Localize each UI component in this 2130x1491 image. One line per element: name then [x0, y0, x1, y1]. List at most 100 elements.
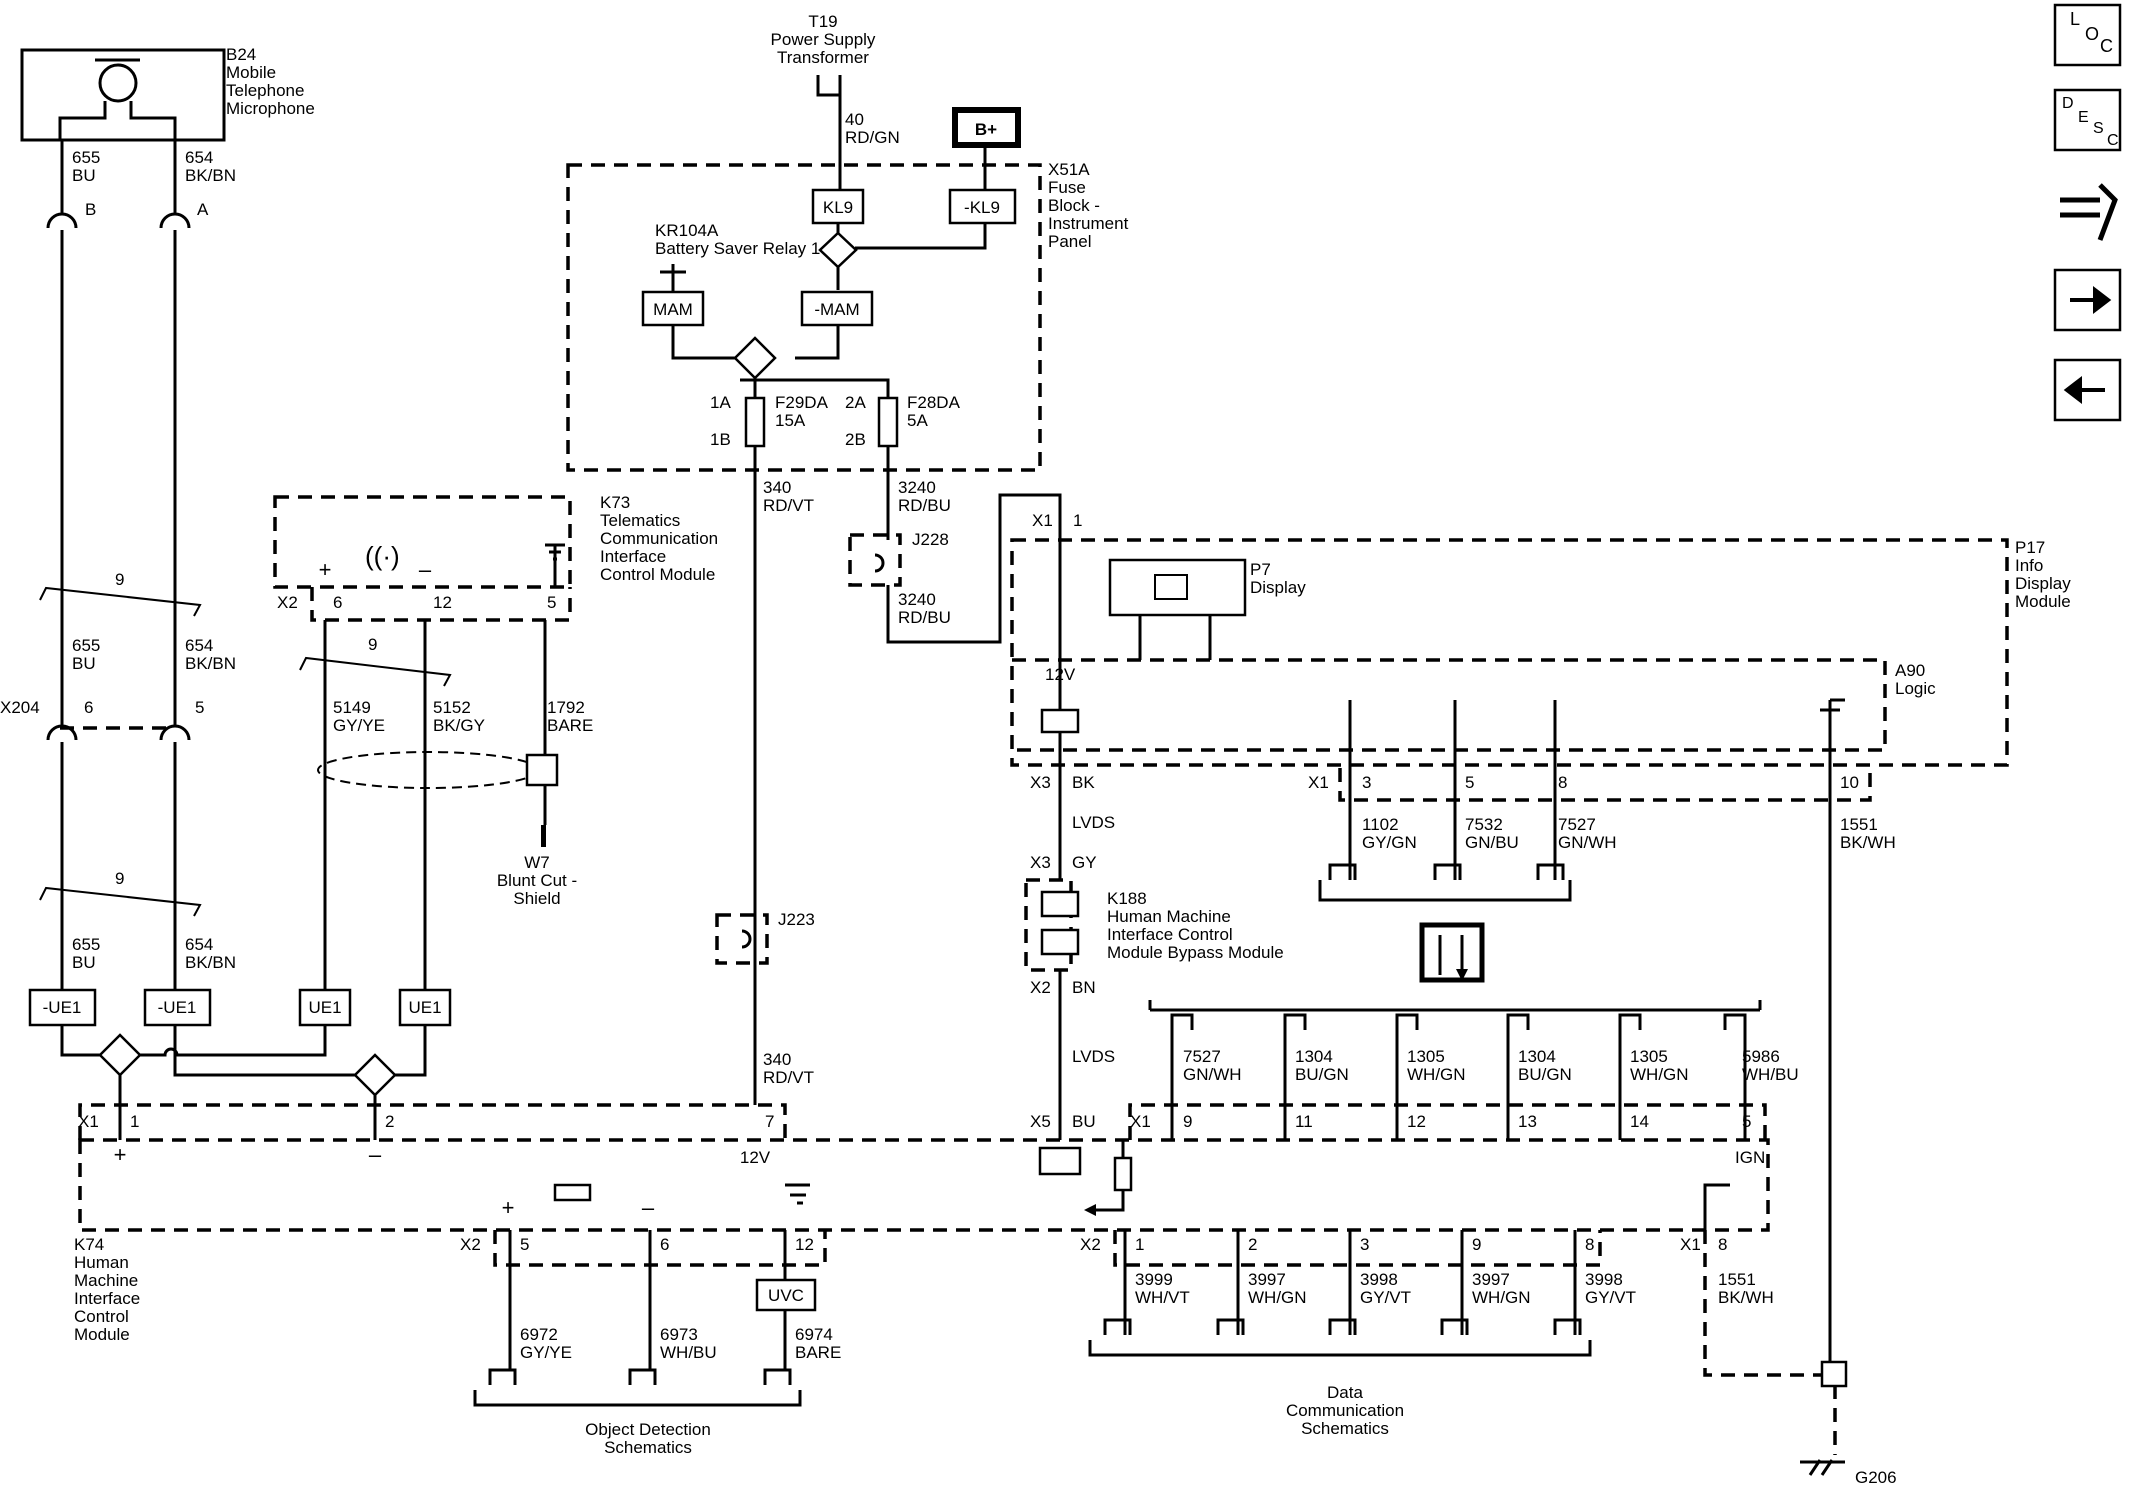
p17-x1-connector-outline — [1338, 768, 1872, 802]
p7-line-0: P7 — [1250, 560, 1271, 579]
pins-x1b10: 10 — [1840, 773, 1859, 792]
b24-line-1: Mobile — [226, 63, 276, 82]
a90-outline — [1012, 658, 1887, 752]
g206-splice — [1820, 1360, 1848, 1388]
boxes-bplus: B+ — [975, 120, 997, 139]
previous-page-button[interactable] — [2053, 358, 2122, 422]
pins-plus2: + — [114, 1142, 127, 1167]
pins-tw1: 9 — [115, 570, 124, 589]
fuses-f28-line-1: 5A — [907, 411, 928, 430]
w7-shield-box — [525, 753, 559, 787]
a90-bracket — [1318, 880, 1572, 902]
t-c340a-line-1: RD/VT — [763, 496, 814, 515]
t-c5986-line-1: WH/BU — [1742, 1065, 1799, 1084]
t-c3997b-line-0: 3997 — [1472, 1270, 1510, 1289]
neg-mam-box — [800, 290, 874, 327]
t-c6-line-1: BK/BN — [185, 953, 236, 972]
t-c3240b-line-0: 3240 — [898, 590, 936, 609]
telematics-speech-icon: ((·) — [365, 541, 400, 571]
w7-line-0: W7 — [524, 853, 550, 872]
pins-k73p5: 5 — [547, 593, 556, 612]
pins-p6: 6 — [84, 698, 93, 717]
b24-line-2: Telephone — [226, 81, 304, 100]
next-page-button[interactable] — [2053, 268, 2122, 332]
t-c3-line-1: BU — [72, 654, 96, 673]
t-c6973-line-0: 6973 — [660, 1325, 698, 1344]
mic-wires-low — [60, 742, 177, 990]
desc-letter-0[interactable]: D — [2062, 95, 2074, 112]
mic-wires-mid — [60, 230, 177, 725]
k74-d-icon — [1038, 1146, 1082, 1176]
t-c3240a-line-0: 3240 — [898, 478, 936, 497]
data-bus-wires-top — [1170, 1030, 1747, 1140]
desc-letter-3[interactable]: C — [2107, 132, 2119, 149]
pins-tw3: 9 — [115, 869, 124, 888]
jb-j228: J228 — [912, 530, 949, 549]
data-bus-wires-bottom — [1123, 1230, 1577, 1335]
fuses-p2b: 2B — [845, 430, 866, 449]
pins-x1c14: 14 — [1630, 1112, 1649, 1131]
loc-letter-1[interactable]: O — [2085, 24, 2099, 44]
splice-mam — [733, 336, 777, 380]
shield-ellipse — [317, 751, 539, 789]
t-c1551b-line-0: 1551 — [1718, 1270, 1756, 1289]
odsch-line-1: Schematics — [604, 1438, 692, 1457]
k73-line-1: Telematics — [600, 511, 680, 530]
pins-x1a: X1 — [1032, 511, 1053, 530]
loc-letter-2[interactable]: C — [2100, 36, 2113, 56]
fuses-p2a: 2A — [845, 393, 866, 412]
desc-letter-1[interactable]: E — [2078, 109, 2089, 126]
fuses-f29-line-0: F29DA — [775, 393, 829, 412]
fuses-p1a: 1A — [710, 393, 731, 412]
t-c4-line-0: 654 — [185, 636, 213, 655]
pins-x2b: X2 — [460, 1235, 481, 1254]
connector-view-button[interactable] — [2060, 183, 2118, 241]
desc-button[interactable] — [2053, 88, 2122, 152]
a90-bottom-tabs — [1328, 863, 1565, 880]
kr104a-line-0: KR104A — [655, 221, 719, 240]
pins-x1b5: 5 — [1465, 773, 1474, 792]
splice-diamond-2 — [353, 1053, 397, 1097]
t-c1551b-line-1: BK/WH — [1718, 1288, 1774, 1307]
dcsch-line-2: Schematics — [1301, 1419, 1389, 1438]
pins-minus1: – — [419, 557, 432, 582]
loc-button[interactable] — [2053, 3, 2122, 67]
t-c340a-line-0: 340 — [763, 478, 791, 497]
neg-kl9-box — [948, 188, 1017, 225]
pins-lvds2: LVDS — [1072, 1047, 1115, 1066]
k73-line-0: K73 — [600, 493, 630, 512]
t-c1304a-line-1: BU/GN — [1295, 1065, 1349, 1084]
g206: G206 — [1855, 1468, 1897, 1487]
desc-letter-2[interactable]: S — [2093, 120, 2104, 137]
pins-x1c5: 5 — [1742, 1112, 1751, 1131]
t-c5152-line-1: BK/GY — [433, 716, 485, 735]
pins-bk: BK — [1072, 773, 1095, 792]
t-c1305b-line-1: WH/GN — [1630, 1065, 1689, 1084]
loc-letter-0[interactable]: L — [2070, 9, 2080, 29]
boxes-ue1a: UE1 — [308, 998, 341, 1017]
t-c3999-line-1: WH/VT — [1135, 1288, 1190, 1307]
obj-det-bracket — [473, 1390, 802, 1407]
bus-interface-box — [1419, 922, 1485, 983]
x51a-line-1: Fuse — [1048, 178, 1086, 197]
t-c7527a-line-0: 7527 — [1558, 815, 1596, 834]
k73-ground-icon — [545, 543, 565, 587]
k74-x1-connector-outline — [78, 1103, 787, 1140]
pins-minus2: – — [369, 1142, 382, 1167]
splice-diamond-1 — [98, 1033, 142, 1077]
t-c1792-line-0: 1792 — [547, 698, 585, 717]
k74-x1b-connector-outline — [1128, 1103, 1767, 1140]
j228-outline — [848, 533, 902, 587]
fuse-outputs — [753, 446, 890, 1105]
k74-resistor-icon — [1113, 1156, 1133, 1192]
t-c1-line-1: BU — [72, 166, 96, 185]
pins-x2c8: 8 — [1585, 1235, 1594, 1254]
fuse-bus — [740, 378, 890, 400]
x51a-line-3: Instrument — [1048, 214, 1129, 233]
data-bus-bracket-top — [1148, 1000, 1762, 1012]
t-c5-line-0: 655 — [72, 935, 100, 954]
k74-line-4: Control — [74, 1307, 129, 1326]
obj-det-tabs — [488, 1368, 792, 1385]
w7-blunt-cut — [541, 825, 546, 847]
